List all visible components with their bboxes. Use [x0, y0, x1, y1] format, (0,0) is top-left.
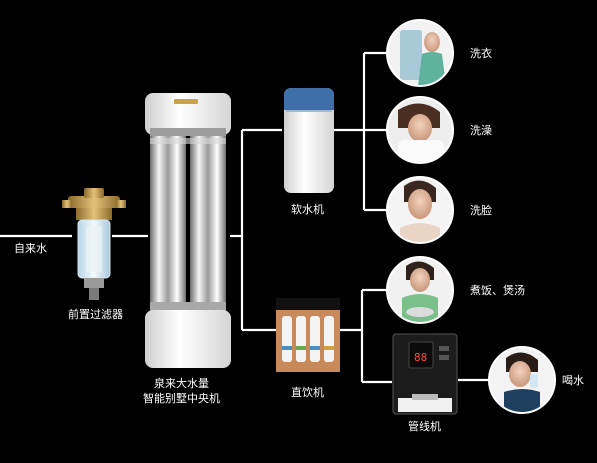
drinking-label: 喝水: [562, 374, 584, 387]
face-wash-person-icon: [386, 176, 454, 244]
central-water-unit-icon: [145, 93, 231, 368]
connector-lines: [0, 51, 489, 384]
water-softener-icon: [284, 88, 334, 193]
water-purifier-icon: [276, 298, 340, 372]
svg-text:88: 88: [414, 351, 427, 364]
laundry-label: 洗衣: [470, 46, 492, 60]
cooking-label: 煮饭、煲汤: [470, 283, 525, 297]
laundry-person-icon: [386, 19, 454, 87]
bath-person-icon: [386, 96, 454, 164]
central-unit-label-line2: 智能别墅中央机: [143, 391, 220, 405]
softener-label: 软水机: [291, 202, 324, 216]
purifier-label: 直饮机: [291, 385, 324, 399]
drinking-person-icon: [488, 346, 556, 414]
tap-water-label: 自来水: [14, 242, 47, 255]
cooking-person-icon: [386, 256, 454, 324]
pre-filter-label: 前置过滤器: [68, 307, 123, 321]
pipeline-dispenser-icon: 88: [392, 333, 458, 415]
bath-label: 洗澡: [470, 124, 492, 137]
central-unit-label-line1: 泉来大水量: [154, 376, 209, 390]
face-wash-label: 洗脸: [470, 203, 492, 217]
dispenser-label: 管线机: [408, 419, 441, 433]
pre-filter-icon: [62, 188, 126, 300]
